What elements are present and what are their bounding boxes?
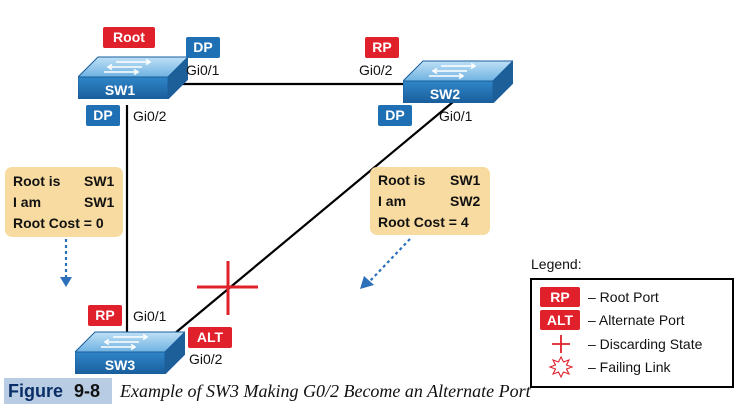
hello-bubble-sw2: Root is SW1 I am SW2 Root Cost = 4	[370, 167, 490, 235]
port-label-sw1-gi01: Gi0/1	[186, 62, 220, 78]
hello-arrow-sw1	[60, 239, 72, 287]
legend-box: RP – Root Port ALT – Alternate Port – Di…	[530, 278, 734, 388]
svg-text:Root Cost = 0: Root Cost = 0	[13, 215, 104, 231]
svg-text:SW1: SW1	[450, 172, 481, 188]
svg-text:SW1: SW1	[84, 194, 115, 210]
figure-number: 9-8	[74, 381, 101, 401]
root-badge: Root	[103, 27, 155, 48]
svg-text:Root is: Root is	[378, 172, 426, 188]
svg-text:Root is: Root is	[13, 173, 61, 189]
svg-text:RP: RP	[550, 289, 569, 305]
svg-text:I am: I am	[378, 193, 406, 209]
legend-item-discarding-state: – Discarding State	[552, 335, 703, 353]
port-badge-sw2-gi02: RP	[365, 37, 399, 58]
legend-item-alternate-port: ALT – Alternate Port	[540, 310, 685, 330]
svg-text:SW1: SW1	[84, 173, 115, 189]
port-badge-sw3-gi02: ALT	[188, 327, 232, 348]
svg-text:– Alternate Port: – Alternate Port	[588, 312, 685, 328]
svg-text:Root Cost = 4: Root Cost = 4	[378, 214, 469, 230]
switch-name: SW1	[105, 82, 136, 98]
caption-label-box	[4, 378, 112, 404]
port-badge-sw3-gi01: RP	[88, 305, 122, 326]
svg-text:RP: RP	[372, 39, 391, 55]
port-label-sw2-gi02: Gi0/2	[359, 62, 393, 78]
svg-text:ALT: ALT	[547, 312, 574, 328]
switch-name: SW3	[105, 357, 136, 373]
switch-sw2[interactable]: SW2	[403, 60, 513, 103]
legend-item-failing-link: – Failing Link	[548, 355, 671, 379]
port-badge-sw2-gi01: DP	[378, 105, 412, 126]
svg-text:I am: I am	[13, 194, 41, 210]
hello-arrow-sw2	[360, 238, 411, 289]
port-label-sw1-gi02: Gi0/2	[133, 108, 167, 124]
legend-title: Legend:	[531, 256, 582, 272]
port-badge-sw1-gi02: DP	[86, 105, 120, 126]
svg-text:DP: DP	[385, 107, 404, 123]
switch-name: SW2	[430, 86, 461, 102]
figure-caption: Figure 9-8 Example of SW3 Making G0/2 Be…	[0, 378, 740, 404]
port-badge-sw1-gi01: DP	[186, 37, 220, 58]
port-label-sw2-gi01: Gi0/1	[439, 108, 473, 124]
svg-text:– Discarding State: – Discarding State	[588, 336, 703, 352]
svg-text:SW2: SW2	[450, 193, 481, 209]
port-label-sw3-gi02: Gi0/2	[189, 351, 223, 367]
svg-text:Root: Root	[113, 29, 145, 45]
svg-text:– Root Port: – Root Port	[588, 289, 659, 305]
discarding-cross-icon	[552, 335, 570, 353]
legend-item-root-port: RP – Root Port	[540, 287, 659, 307]
hello-bubble-sw1: Root is SW1 I am SW1 Root Cost = 0	[5, 167, 123, 237]
failing-link-starburst-icon	[548, 355, 574, 379]
link-sw2-sw3	[167, 101, 454, 340]
figure-title: Example of SW3 Making G0/2 Become an Alt…	[120, 381, 531, 401]
switch-sw1[interactable]: SW1	[78, 56, 188, 99]
svg-text:– Failing Link: – Failing Link	[588, 359, 671, 375]
figure-word: Figure	[8, 381, 64, 401]
svg-text:DP: DP	[93, 107, 112, 123]
svg-text:RP: RP	[95, 307, 114, 323]
port-label-sw3-gi01: Gi0/1	[133, 308, 167, 324]
svg-text:DP: DP	[193, 39, 212, 55]
discarding-cross-icon	[197, 261, 258, 315]
svg-text:ALT: ALT	[197, 329, 224, 345]
switch-sw3[interactable]: SW3	[75, 331, 185, 374]
